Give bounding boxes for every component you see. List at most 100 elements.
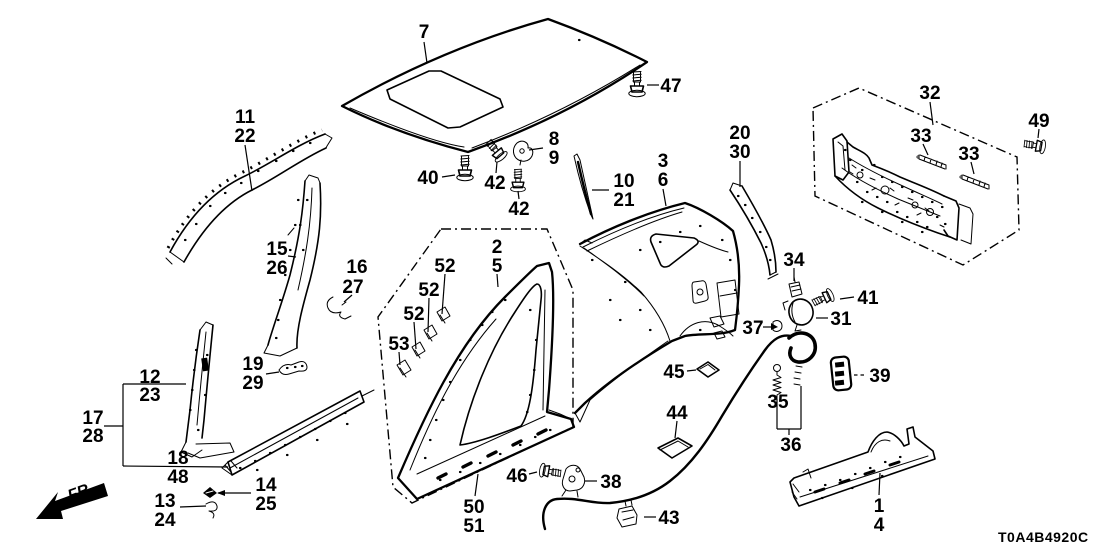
part-number-49: 49 bbox=[1028, 111, 1049, 132]
part-number-34: 34 bbox=[783, 250, 805, 271]
seal-pad-44 bbox=[657, 437, 693, 459]
part-number-25: 25 bbox=[255, 494, 277, 515]
part-number-52: 52 bbox=[403, 304, 424, 325]
part-number-47: 47 bbox=[660, 76, 681, 97]
leader-line bbox=[441, 273, 446, 315]
leader-line bbox=[413, 321, 417, 350]
bolt-41 bbox=[809, 286, 837, 310]
part-number-2: 2 bbox=[492, 237, 503, 258]
rear-panel-stiffener-33b bbox=[959, 174, 990, 190]
part-number-46: 46 bbox=[506, 466, 527, 487]
leader-line bbox=[922, 143, 929, 156]
part-number-32: 32 bbox=[919, 83, 940, 104]
leader-line bbox=[265, 371, 280, 375]
leader-line bbox=[427, 297, 430, 333]
part-number-40: 40 bbox=[417, 168, 438, 189]
roof-bolt-47 bbox=[627, 70, 647, 98]
cable-clip-43 bbox=[616, 499, 638, 528]
leader-line bbox=[662, 188, 667, 207]
leader-line bbox=[878, 472, 881, 496]
roof-side-rail-stiffener bbox=[165, 128, 333, 265]
leader-line bbox=[423, 41, 428, 64]
leader-line bbox=[398, 351, 401, 366]
leader-line bbox=[495, 161, 498, 174]
part-number-4: 4 bbox=[874, 515, 885, 536]
grommet-39 bbox=[829, 355, 853, 392]
side-panel-group-box bbox=[377, 228, 574, 504]
part-number-37: 37 bbox=[742, 318, 763, 339]
fr-arrow-icon bbox=[36, 483, 108, 519]
diagram-code: T0A4B4920C bbox=[998, 529, 1089, 545]
leader-line bbox=[343, 294, 353, 303]
side-sill-garnish bbox=[789, 426, 936, 507]
part-number-29: 29 bbox=[242, 373, 263, 394]
part-number-41: 41 bbox=[857, 288, 879, 309]
spring-35 bbox=[772, 364, 782, 400]
hook-13-24 bbox=[205, 501, 218, 519]
part-number-21: 21 bbox=[613, 190, 635, 211]
front-pillar-lower-stiffener bbox=[180, 321, 235, 459]
clip-37 bbox=[771, 320, 783, 332]
part-number-44: 44 bbox=[666, 403, 688, 424]
seal-pad-45 bbox=[696, 361, 720, 378]
part-number-8: 8 bbox=[549, 129, 560, 150]
part-number-9: 9 bbox=[549, 148, 560, 169]
part-number-52: 52 bbox=[434, 256, 455, 277]
part-number-12: 12 bbox=[139, 367, 160, 388]
leader-line bbox=[179, 505, 207, 508]
leader-line bbox=[441, 174, 456, 178]
roof-panel bbox=[340, 17, 649, 154]
leader-line bbox=[496, 273, 499, 288]
part-number-26: 26 bbox=[266, 258, 287, 279]
leader-line bbox=[970, 161, 975, 175]
part-number-10: 10 bbox=[613, 171, 634, 192]
part-number-33: 33 bbox=[910, 126, 931, 147]
part-number-33: 33 bbox=[958, 144, 979, 165]
leader-line bbox=[674, 420, 678, 439]
gusset-bracket bbox=[278, 361, 308, 375]
leader-line bbox=[1037, 128, 1040, 139]
leader-line bbox=[528, 471, 538, 475]
part-number-28: 28 bbox=[82, 426, 103, 447]
part-number-19: 19 bbox=[242, 354, 263, 375]
fuel-filler-lid bbox=[782, 298, 814, 332]
part-number-15: 15 bbox=[266, 239, 288, 260]
part-number-16: 16 bbox=[346, 257, 367, 278]
side-sill-stiffener bbox=[221, 389, 375, 476]
rear-panel-stiffener-33a bbox=[916, 154, 947, 170]
part-number-43: 43 bbox=[658, 508, 679, 529]
rear-panel-group-box bbox=[812, 87, 1020, 266]
part-number-51: 51 bbox=[463, 516, 485, 537]
bolt-42b bbox=[509, 168, 527, 193]
leader-line bbox=[839, 296, 855, 300]
part-number-42: 42 bbox=[508, 199, 529, 220]
pillar-garnish-clips bbox=[396, 306, 451, 378]
leader-line bbox=[474, 473, 479, 497]
part-number-5: 5 bbox=[492, 256, 503, 277]
part-number-39: 39 bbox=[869, 366, 890, 387]
part-number-27: 27 bbox=[342, 277, 363, 298]
part-number-20: 20 bbox=[729, 123, 750, 144]
clip-8-9 bbox=[513, 140, 534, 166]
bolt-49 bbox=[1022, 136, 1048, 155]
windshield-side-strip bbox=[573, 153, 594, 220]
hook-clip bbox=[326, 296, 352, 320]
part-number-18: 18 bbox=[167, 448, 188, 469]
leader-line bbox=[528, 147, 544, 151]
part-number-50: 50 bbox=[463, 497, 484, 518]
fuel-opener-cable bbox=[542, 331, 818, 531]
latch-38 bbox=[561, 464, 586, 498]
part-number-22: 22 bbox=[234, 126, 255, 147]
part-number-36: 36 bbox=[780, 435, 801, 456]
part-number-35: 35 bbox=[767, 392, 789, 413]
part-number-45: 45 bbox=[663, 362, 685, 383]
front-direction-indicator: FR. bbox=[36, 480, 108, 519]
rear-pillar-stiffener bbox=[729, 182, 779, 280]
bolt-46 bbox=[537, 462, 563, 481]
part-number-48: 48 bbox=[167, 467, 188, 488]
part-number-7: 7 bbox=[419, 22, 430, 43]
rear-quarter-panel bbox=[573, 201, 741, 423]
part-number-38: 38 bbox=[600, 472, 621, 493]
part-number-14: 14 bbox=[255, 475, 277, 496]
